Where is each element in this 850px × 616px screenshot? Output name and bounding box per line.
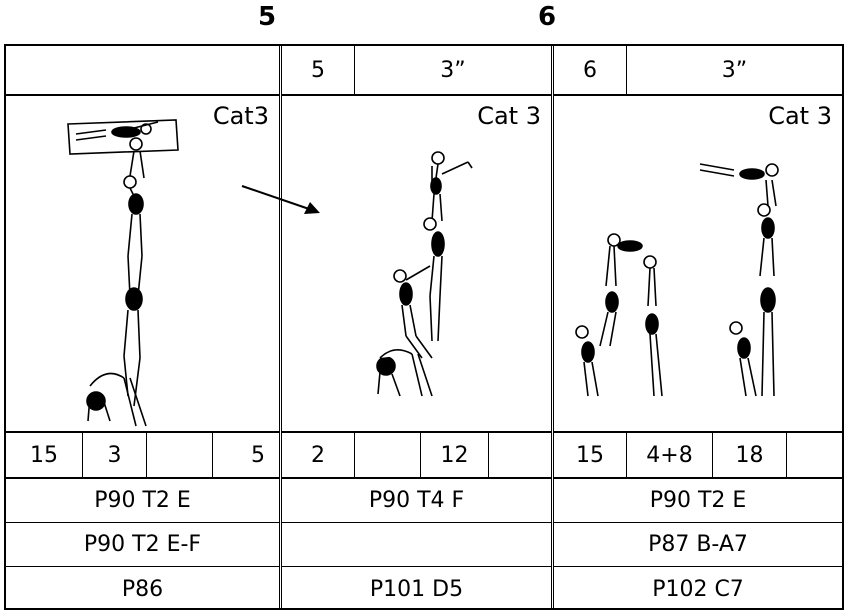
category-label: Cat3: [212, 102, 269, 130]
number-cell: [488, 433, 551, 477]
acrobat-pyramid-figure: [575, 163, 779, 397]
acrobat-tower-figure: [376, 151, 473, 397]
header-cell: 6: [583, 57, 597, 83]
element-column-2: 5 3” Cat 3: [279, 46, 551, 608]
frame-number-5: 5: [258, 2, 277, 32]
header-cell: [6, 46, 279, 94]
reference-row: P101 D5: [369, 576, 464, 602]
header-cell: 3”: [354, 46, 551, 94]
category-label: Cat 3: [477, 102, 541, 130]
arrow-icon: [241, 185, 320, 214]
reference-row: P86: [121, 576, 164, 602]
number-cell: 2: [311, 442, 325, 468]
column-header: 5 3”: [282, 46, 551, 96]
number-cell: 18: [712, 433, 786, 477]
reference-row: [282, 523, 551, 567]
numbers-row: 2 12: [282, 433, 551, 479]
element-column-1: Cat3: [6, 46, 279, 608]
reference-row: P90 T2 E: [6, 479, 279, 523]
numbers-row: 15 3 5: [6, 433, 279, 479]
column-header: 6 3”: [554, 46, 842, 96]
numbers-row: 15 4+8 18: [554, 433, 842, 479]
number-cell: [354, 433, 420, 477]
figure-area: Cat 3: [282, 96, 551, 433]
reference-row: P90 T2 E: [554, 479, 842, 523]
number-cell: 5: [212, 433, 279, 477]
number-cell: 15: [576, 442, 604, 468]
header-cell: 3”: [626, 46, 842, 94]
routine-sheet: Cat3: [4, 44, 844, 610]
reference-row: P90 T4 F: [282, 479, 551, 523]
acrobat-tower-figure: [67, 119, 179, 427]
number-cell: [146, 433, 212, 477]
reference-row: P102 C7: [652, 576, 744, 602]
figure-area: Cat3: [6, 96, 279, 433]
frame-number-6: 6: [538, 2, 557, 32]
category-label: Cat 3: [768, 102, 832, 130]
element-column-3: 6 3” Cat 3: [551, 46, 842, 608]
figure-area: Cat 3: [554, 96, 842, 433]
number-cell: [786, 433, 842, 477]
number-cell: 3: [82, 433, 146, 477]
reference-row: P90 T2 E-F: [6, 523, 279, 567]
number-cell: 12: [420, 433, 488, 477]
number-cell: 4+8: [626, 433, 712, 477]
number-cell: 15: [30, 442, 58, 468]
column-header: [6, 46, 279, 96]
reference-row: P87 B-A7: [554, 523, 842, 567]
header-cell: 5: [311, 57, 325, 83]
